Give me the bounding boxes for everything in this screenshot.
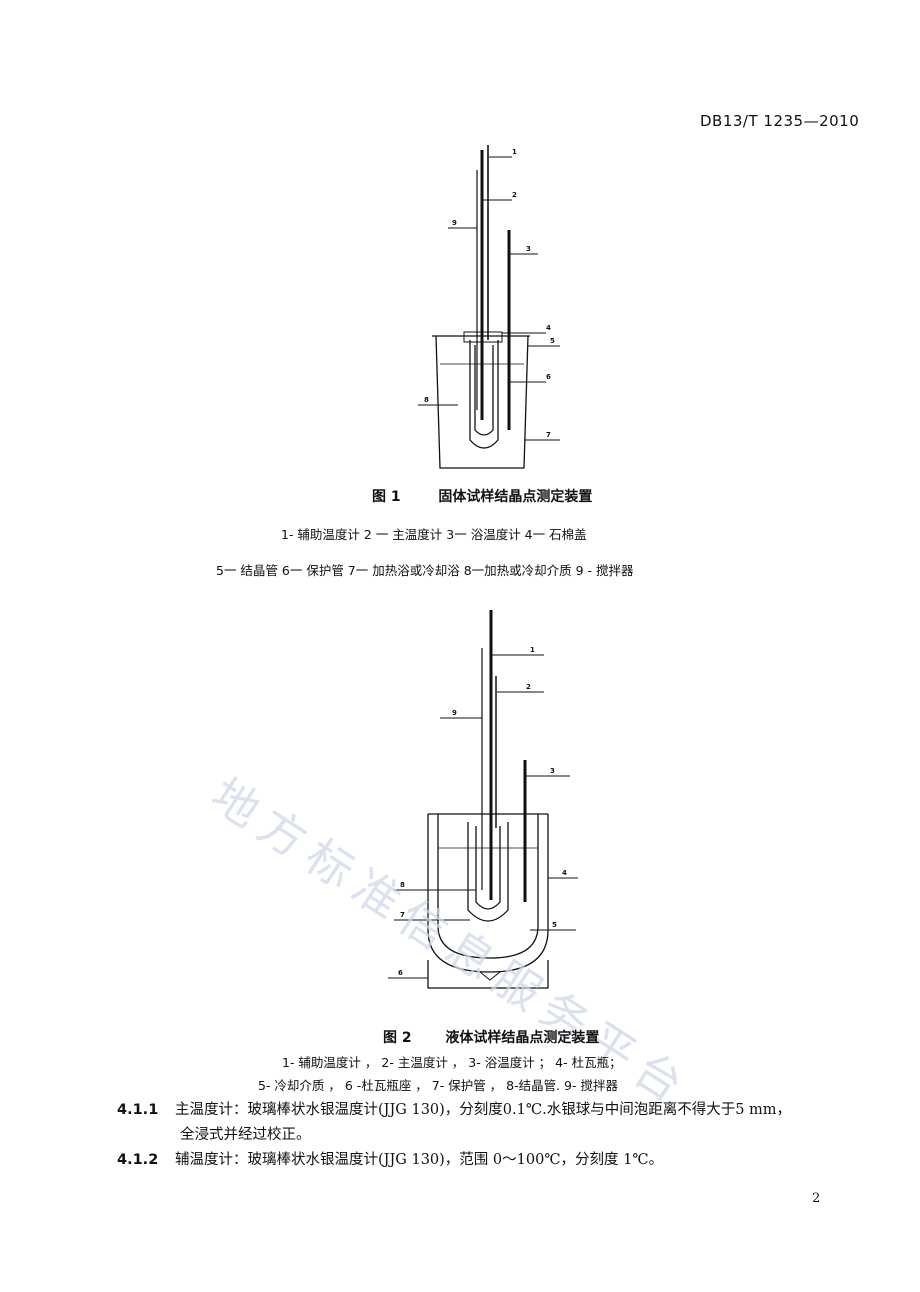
clause-text: 辅温度计：玻璃棒状水银温度计(JJG 130)，范围 0～100℃，分刻度 1℃… <box>175 1152 664 1168</box>
figure-2-apparatus-diagram: 1 2 3 4 5 6 7 8 9 <box>388 610 578 989</box>
figure-1-legend-line-2: 5一 结晶管 6一 保护管 7一 加热浴或冷却浴 8一加热或冷却介质 9 - 搅… <box>216 563 634 578</box>
fig2-label-2: 2 <box>526 683 531 691</box>
clause-number: 4.1.1 <box>117 1102 159 1118</box>
protective-tube <box>467 822 509 922</box>
clause-number: 4.1.2 <box>117 1152 159 1168</box>
fig2-label-3: 3 <box>550 767 555 775</box>
crystallization-tube <box>475 826 501 910</box>
clause-4-1-2: 4.1.2 辅温度计：玻璃棒状水银温度计(JJG 130)，范围 0～100℃，分… <box>117 1148 663 1169</box>
clause-4-1-1: 4.1.1 主温度计：玻璃棒状水银温度计(JJG 130)，分刻度0.1℃.水银球… <box>117 1098 791 1119</box>
fig2-label-7: 7 <box>400 911 405 919</box>
figure-2-caption: 图 2 液体试样结晶点测定装置 <box>383 1027 599 1047</box>
fig1-label-1: 1 <box>512 148 517 156</box>
figure-1-number: 图 1 <box>372 489 401 505</box>
clause-4-1-1-continuation: 全浸式并经过校正。 <box>180 1127 311 1143</box>
dewar-inner <box>437 814 539 959</box>
fig2-label-1: 1 <box>530 646 535 654</box>
fig1-label-4: 4 <box>546 324 551 332</box>
fig1-label-3: 3 <box>526 245 531 253</box>
fig2-label-9: 9 <box>452 709 457 717</box>
figure-1-legend-line-1: 1- 辅助温度计 2 一 主温度计 3一 浴温度计 4一 石棉盖 <box>281 527 587 542</box>
figure-1-apparatus-diagram: 1 2 3 4 5 6 7 8 9 <box>418 145 560 469</box>
fig2-label-6: 6 <box>398 969 403 977</box>
fig2-label-4: 4 <box>562 869 567 877</box>
fig2-label-8: 8 <box>400 881 405 889</box>
fig1-label-6: 6 <box>546 373 551 381</box>
figure-2-legend-line-2: 5- 冷却介质 ， 6 -杜瓦瓶座 ， 7- 保护管 ， 8-结晶管. 9- 搅… <box>258 1078 618 1093</box>
dewar-outer <box>427 814 549 973</box>
fig1-label-2: 2 <box>512 191 517 199</box>
fig1-label-7: 7 <box>546 431 551 439</box>
fig1-label-5: 5 <box>550 337 555 345</box>
fig1-label-9: 9 <box>452 219 457 227</box>
fig2-label-5: 5 <box>552 921 557 929</box>
figure-2-title: 液体试样结晶点测定装置 <box>445 1030 600 1046</box>
figure-2-legend-line-1: 1- 辅助温度计 ， 2- 主温度计 ， 3- 浴温度计 ； 4- 杜瓦瓶； <box>282 1055 622 1070</box>
dewar-stand <box>427 960 549 989</box>
crystallization-tube <box>474 345 494 436</box>
figure-1-caption: 图 1 固体试样结晶点测定装置 <box>372 486 592 506</box>
fig1-label-8: 8 <box>424 396 429 404</box>
document-code: DB13/T 1235—2010 <box>700 112 860 130</box>
page-number: 2 <box>812 1191 821 1206</box>
protective-tube <box>469 340 499 449</box>
figure-2-number: 图 2 <box>383 1030 412 1046</box>
figure-1-title: 固体试样结晶点测定装置 <box>438 489 593 505</box>
clause-text: 主温度计：玻璃棒状水银温度计(JJG 130)，分刻度0.1℃.水银球与中间泡距… <box>175 1102 792 1118</box>
